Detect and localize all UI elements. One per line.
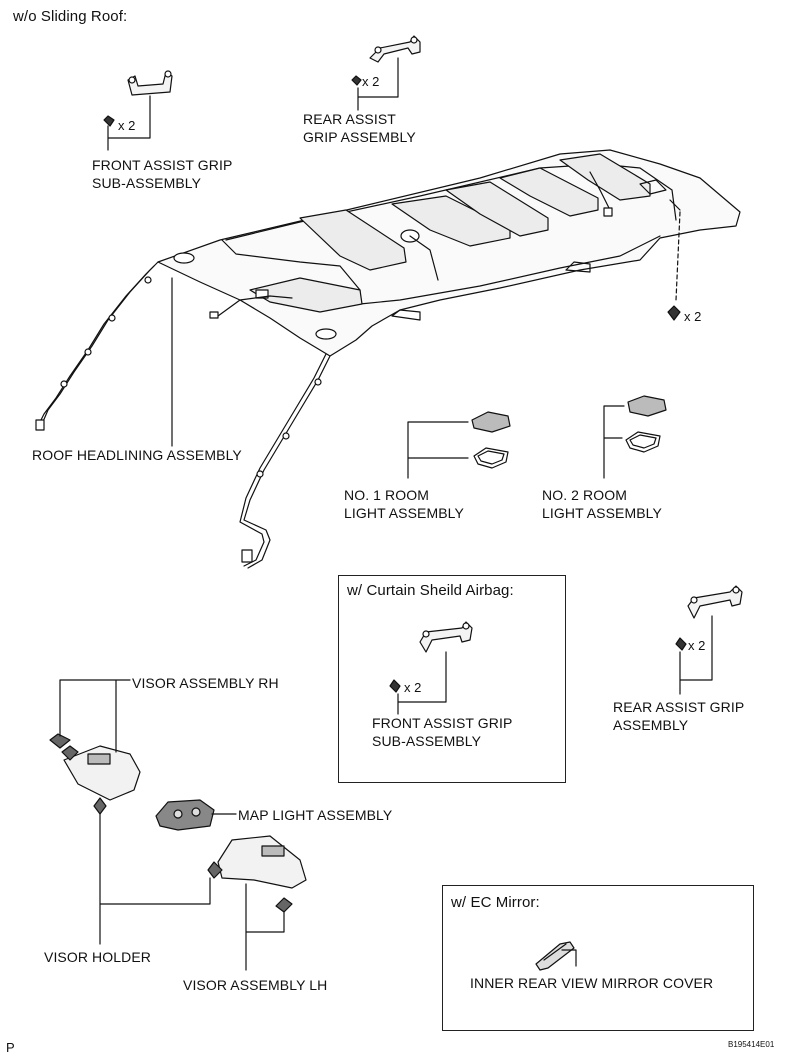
rear-grip-clip-qty: x 2 xyxy=(362,74,380,89)
footer-left: P xyxy=(6,1040,15,1055)
room-light-2-icon xyxy=(625,395,667,453)
visor-lh-label: VISOR ASSEMBLY LH xyxy=(183,977,328,993)
room-light-2-label-2: LIGHT ASSEMBLY xyxy=(542,505,662,521)
rear-assist-grip-label-1: REAR ASSIST xyxy=(303,111,396,127)
front-assist-grip-label-1: FRONT ASSIST GRIP xyxy=(92,157,233,173)
rear-assist-grip-right-icon xyxy=(687,585,743,619)
rear-grip-clip-icon xyxy=(351,75,362,86)
room-light-1-icon xyxy=(471,411,511,469)
footer-code: B195414E01 xyxy=(728,1040,775,1049)
visor-lh-icon xyxy=(207,835,307,913)
airbag-front-grip-icon xyxy=(419,621,473,653)
map-light-label: MAP LIGHT ASSEMBLY xyxy=(238,807,393,823)
visor-holder-label: VISOR HOLDER xyxy=(44,949,151,965)
visor-holder-icon xyxy=(93,797,107,815)
rear-assist-grip-right-label-1: REAR ASSIST GRIP xyxy=(613,699,745,715)
visor-rh-label: VISOR ASSEMBLY RH xyxy=(132,675,279,691)
room-light-1-label-2: LIGHT ASSEMBLY xyxy=(344,505,464,521)
visor-rh-icon xyxy=(49,733,141,801)
airbag-grip-label-1: FRONT ASSIST GRIP xyxy=(372,715,513,731)
ec-mirror-box: w/ EC Mirror: xyxy=(442,885,754,1031)
airbag-grip-label-2: SUB-ASSEMBLY xyxy=(372,733,482,749)
front-assist-grip-icon xyxy=(127,70,173,96)
curtain-airbag-title: w/ Curtain Sheild Airbag: xyxy=(347,582,514,599)
mirror-cover-icon xyxy=(535,941,575,971)
rear-assist-grip-label-2: GRIP ASSEMBLY xyxy=(303,129,416,145)
airbag-grip-clip-qty: x 2 xyxy=(404,680,422,695)
curtain-airbag-box: w/ Curtain Sheild Airbag: xyxy=(338,575,566,783)
inner-mirror-cover-label: INNER REAR VIEW MIRROR COVER xyxy=(470,975,714,991)
roof-clip-qty: x 2 xyxy=(684,309,702,324)
room-light-1-label-1: NO. 1 ROOM xyxy=(344,487,430,503)
diagram-title: w/o Sliding Roof: xyxy=(13,8,128,25)
roof-headlining-icon xyxy=(157,149,741,357)
airbag-grip-clip-icon xyxy=(389,679,401,693)
rear-assist-grip-right-label-2: ASSEMBLY xyxy=(613,717,689,733)
right-grip-clip-qty: x 2 xyxy=(688,638,706,653)
right-harness-icon xyxy=(239,353,331,569)
front-grip-clip-icon xyxy=(103,115,115,127)
left-harness-icon xyxy=(35,261,159,431)
ec-mirror-title: w/ EC Mirror: xyxy=(451,894,540,911)
roof-clip-icon xyxy=(667,305,681,321)
front-grip-clip-qty: x 2 xyxy=(118,118,136,133)
roof-headlining-label: ROOF HEADLINING ASSEMBLY xyxy=(32,447,242,463)
rear-assist-grip-icon xyxy=(369,35,421,63)
right-grip-clip-icon xyxy=(675,637,687,651)
room-light-2-label-1: NO. 2 ROOM xyxy=(542,487,628,503)
map-light-icon xyxy=(155,799,215,831)
front-assist-grip-label-2: SUB-ASSEMBLY xyxy=(92,175,202,191)
